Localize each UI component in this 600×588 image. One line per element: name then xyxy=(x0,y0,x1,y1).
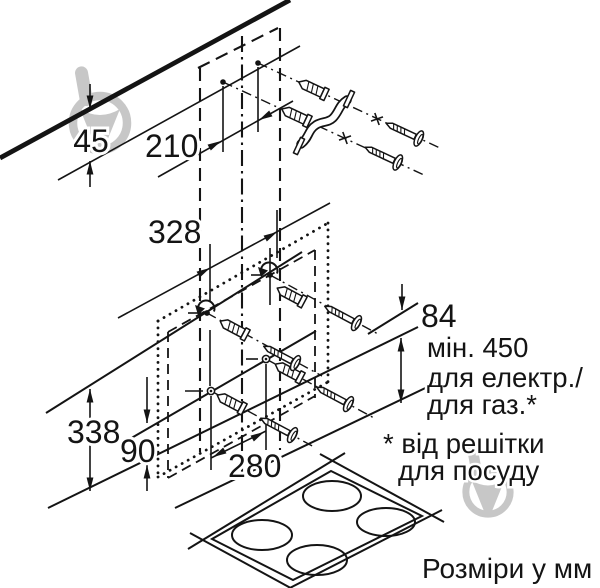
cross-tick-icon xyxy=(338,131,352,145)
wall-edge-line xyxy=(0,0,301,181)
watermark-logo xyxy=(68,66,132,155)
watermark-logo xyxy=(462,445,514,518)
bracket-hole xyxy=(220,60,261,85)
footnote-line2: для посуду xyxy=(398,455,539,486)
dimension-328-label: 328 xyxy=(148,214,201,250)
cooktop xyxy=(187,452,445,588)
dimension-338-label: 338 xyxy=(67,414,120,450)
burner xyxy=(356,507,416,537)
screw xyxy=(360,139,406,173)
dimension-338 xyxy=(86,389,94,491)
dimension-45-label: 45 xyxy=(73,123,109,159)
dimension-328 xyxy=(117,202,331,319)
clearance-note-line2: для електр./ xyxy=(427,362,583,393)
dimension-45 xyxy=(86,84,94,187)
screw xyxy=(256,410,301,445)
dimension-90-label: 90 xyxy=(120,433,156,469)
burner xyxy=(302,480,362,512)
extension-lines xyxy=(185,67,278,470)
mounting-bracket xyxy=(292,89,356,156)
chimney-guide-lines xyxy=(197,27,282,472)
dimension-280 xyxy=(210,429,267,460)
cross-tick-icon xyxy=(370,112,384,126)
wall-plug xyxy=(295,75,330,102)
hood-outline-dotted xyxy=(156,221,330,479)
dimension-280-label: 280 xyxy=(228,448,281,484)
dimension-210-label: 210 xyxy=(145,128,198,164)
burner xyxy=(286,544,348,576)
dimension-84 xyxy=(398,284,406,310)
dimension-min-450 xyxy=(397,338,405,403)
clearance-note-line3: для газ.* xyxy=(427,389,537,420)
dimension-84-label: 84 xyxy=(421,298,457,334)
wall-plug xyxy=(278,102,313,129)
reference-lines xyxy=(45,251,441,509)
dimension-90 xyxy=(143,377,151,491)
lower-mounting-hole xyxy=(206,354,271,396)
wall-plug xyxy=(216,314,251,342)
footnote-line1: * від решітки xyxy=(383,428,545,459)
screw xyxy=(312,379,357,414)
units-note: Розміри у мм xyxy=(422,553,592,584)
burner xyxy=(231,519,293,551)
clearance-note-line1: мін. 450 xyxy=(427,332,528,363)
upper-mounting-hole xyxy=(204,272,273,316)
screw xyxy=(381,115,427,149)
dimension-210 xyxy=(157,100,294,178)
